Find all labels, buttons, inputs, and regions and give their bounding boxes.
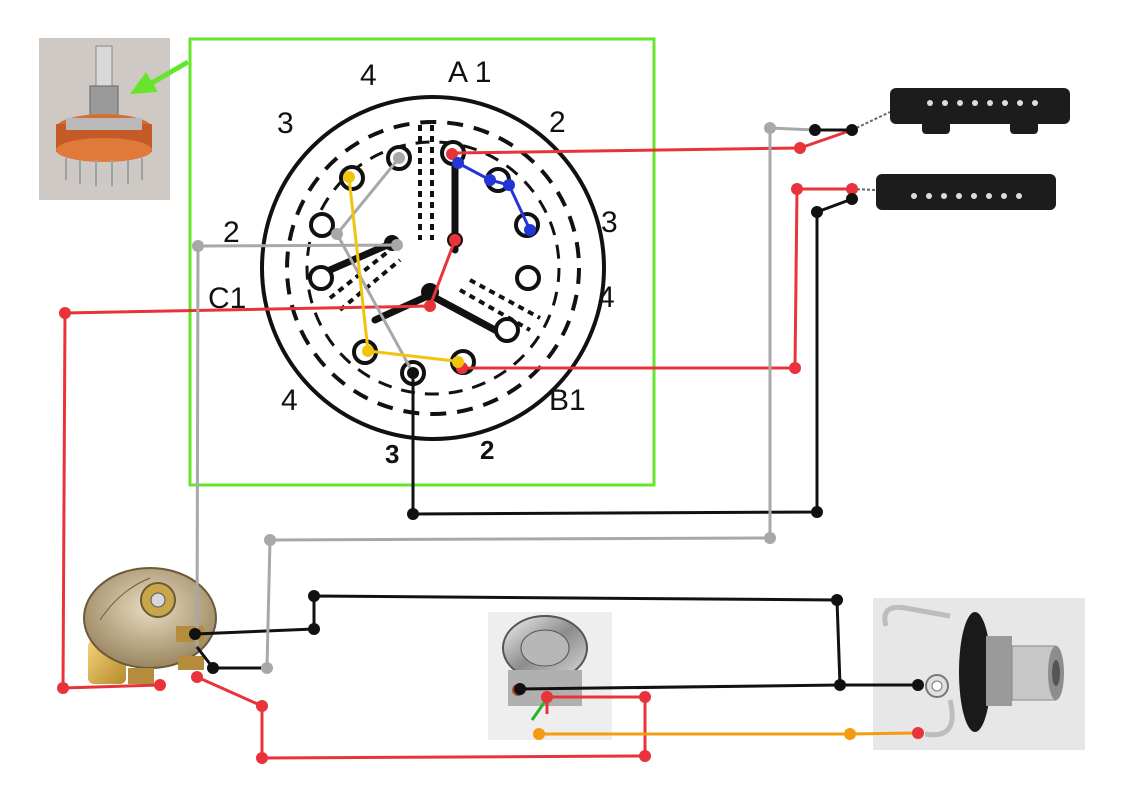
label-a1: A 1 [448, 56, 491, 89]
solder-points-blue [452, 157, 536, 236]
label-b2: 2 [480, 435, 494, 465]
bridge-pickup [876, 174, 1056, 210]
rotary-switch-photo [39, 38, 170, 200]
label-c3: 3 [277, 107, 294, 140]
label-a2: 2 [549, 106, 566, 139]
label-b3: 3 [385, 439, 399, 469]
solder-points-black [189, 124, 924, 695]
orange-wire [539, 731, 919, 736]
solder-points-gray [192, 122, 776, 674]
label-b1: B1 [549, 384, 586, 417]
label-b4: 4 [281, 384, 298, 417]
neck-pickup-lead [851, 111, 891, 131]
stereo-jack [488, 612, 612, 740]
volume-pot [83, 567, 217, 684]
solder-points-yellow [343, 171, 464, 368]
label-a3: 3 [601, 206, 618, 239]
solder-points-orange [533, 728, 856, 740]
label-a4: 4 [598, 281, 615, 314]
label-c4: 4 [360, 59, 377, 92]
neck-pickup [890, 88, 1070, 134]
output-jack [873, 598, 1085, 750]
solder-points-red [57, 142, 924, 764]
pointer-arrow-icon [130, 59, 190, 94]
bridge-pickup-lead [851, 188, 877, 191]
switch-frame [188, 37, 656, 487]
label-c2: 2 [223, 216, 240, 249]
